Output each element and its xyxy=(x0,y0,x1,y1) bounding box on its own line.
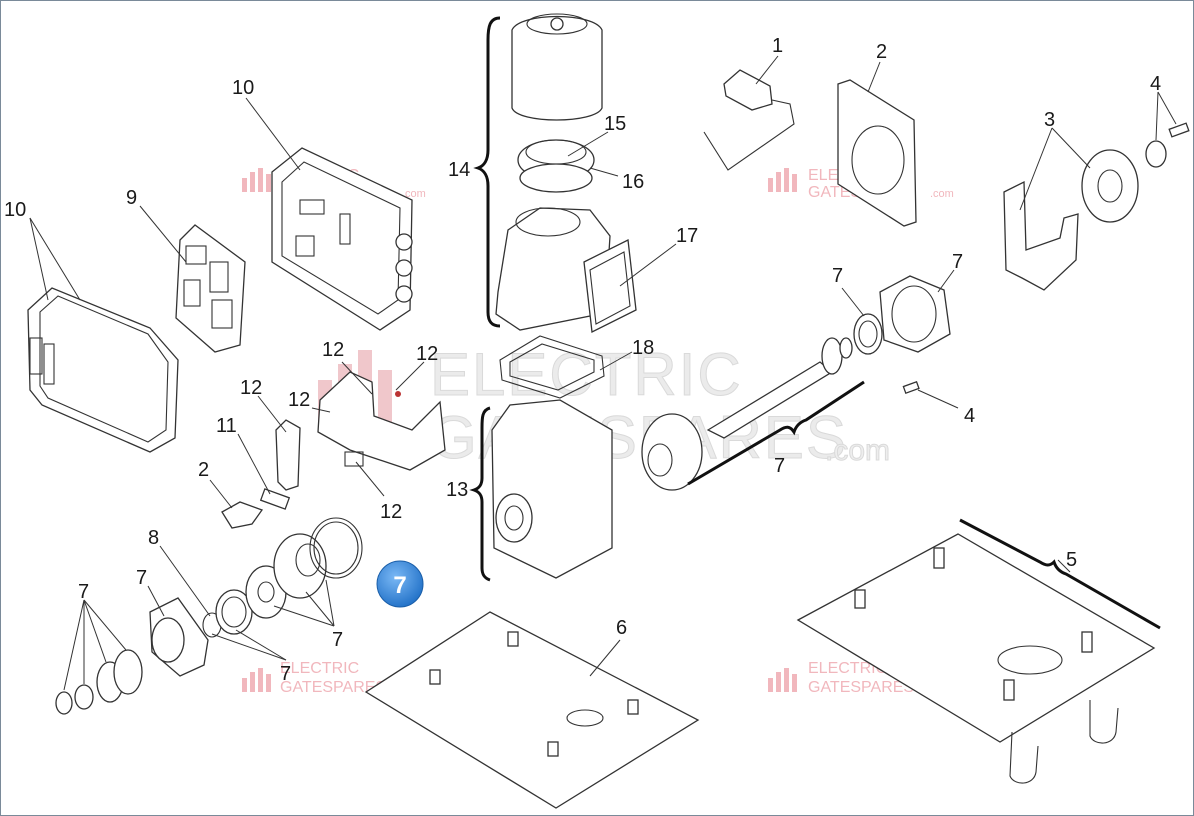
gasket-18-part xyxy=(499,335,605,399)
highlight-badge-label: 7 xyxy=(393,572,406,599)
label-part-7-pulleys: 7 xyxy=(332,629,343,651)
label-part-7-housing: 7 xyxy=(952,251,963,273)
svg-text:.com: .com xyxy=(402,188,426,200)
label-part-8: 8 xyxy=(148,527,159,549)
label-part-3: 3 xyxy=(1044,109,1055,131)
motor-cap-part xyxy=(517,139,595,193)
label-part-15: 15 xyxy=(604,113,626,135)
label-part-4-top: 4 xyxy=(1150,73,1161,95)
label-part-12-bottom: 12 xyxy=(380,501,402,523)
part-labels: 1 2 3 4 4 7 7 7 5 6 15 16 17 18 14 13 10… xyxy=(4,35,1161,685)
label-part-6: 6 xyxy=(616,617,627,639)
label-part-1: 1 xyxy=(772,35,783,57)
washer-part xyxy=(1145,140,1167,168)
label-part-16: 16 xyxy=(622,171,644,193)
label-part-12-bracket: 12 xyxy=(322,339,344,361)
sensor-part xyxy=(703,69,795,171)
gearbox-part xyxy=(491,399,613,579)
shaft-ring-part xyxy=(853,313,883,355)
motor-cover-part xyxy=(511,13,603,121)
label-part-11: 11 xyxy=(216,415,237,437)
lock-nuts-part xyxy=(55,649,143,715)
label-part-12-right: 12 xyxy=(416,343,438,365)
center-watermark: ELECTRIC GATESPARES .com xyxy=(318,341,891,472)
limit-switch-part xyxy=(259,488,291,510)
shaft-housing-part xyxy=(879,275,951,353)
center-watermark-line1: ELECTRIC xyxy=(430,341,743,408)
bracket-13 xyxy=(469,406,491,582)
output-shaft-part xyxy=(706,337,853,439)
foundation-plate-part xyxy=(796,533,1156,784)
bolt-part xyxy=(1168,122,1190,138)
svg-text:GATESPARES: GATESPARES xyxy=(808,679,914,696)
label-part-12-plate: 12 xyxy=(240,377,262,399)
label-part-13: 13 xyxy=(446,479,468,501)
pulley-large-part xyxy=(273,533,327,599)
drive-gear-part xyxy=(1081,149,1139,223)
seal-ring-part xyxy=(309,517,363,579)
gear-bracket-part xyxy=(1003,180,1079,291)
label-part-4-key: 4 xyxy=(964,405,975,427)
svg-text:ELECTRIC: ELECTRIC xyxy=(280,660,359,677)
bracket-14 xyxy=(473,16,501,328)
label-part-5: 5 xyxy=(1066,549,1077,571)
bracket-7-shaft xyxy=(687,380,865,486)
label-part-7-housing-left: 7 xyxy=(136,567,147,589)
svg-text:ELECTRIC: ELECTRIC xyxy=(808,660,887,677)
leader-lines xyxy=(29,55,1177,691)
bearing-housing-part xyxy=(149,597,209,677)
capacitor-part xyxy=(583,239,637,333)
label-part-10-box: 10 xyxy=(232,77,254,99)
motor-plate-part xyxy=(837,79,917,227)
highlight-badge[interactable]: 7 xyxy=(376,560,424,608)
label-part-17: 17 xyxy=(676,225,698,247)
bracket-5 xyxy=(959,518,1161,630)
control-box-part xyxy=(271,147,413,331)
label-part-7-shaft: 7 xyxy=(774,455,785,477)
label-part-9: 9 xyxy=(126,187,137,209)
key-part xyxy=(902,380,920,394)
label-part-2-switch: 2 xyxy=(198,459,209,481)
watermark-bottom-right: ELECTRIC GATESPARES .com xyxy=(768,660,954,696)
label-part-7-nuts: 7 xyxy=(78,581,89,603)
shaft-gear-part xyxy=(641,413,703,491)
svg-text:.com: .com xyxy=(930,188,954,200)
gasket-cover-part xyxy=(27,287,179,453)
label-part-7-bearing: 7 xyxy=(280,663,291,685)
label-part-18: 18 xyxy=(632,337,654,359)
label-part-14: 14 xyxy=(448,159,470,181)
label-part-12-mid: 12 xyxy=(288,389,310,411)
base-plate-part xyxy=(364,611,700,809)
label-part-10-gasket: 10 xyxy=(4,199,26,221)
bearing-ring-part xyxy=(215,589,253,635)
label-part-7-ring: 7 xyxy=(832,265,843,287)
switch-cover-part xyxy=(221,501,264,529)
svg-text:.com: .com xyxy=(825,434,890,467)
label-part-2-top: 2 xyxy=(876,41,887,63)
circuit-board-part xyxy=(175,224,246,353)
mounting-bracket-part xyxy=(317,371,446,471)
side-plate-part xyxy=(275,419,301,491)
